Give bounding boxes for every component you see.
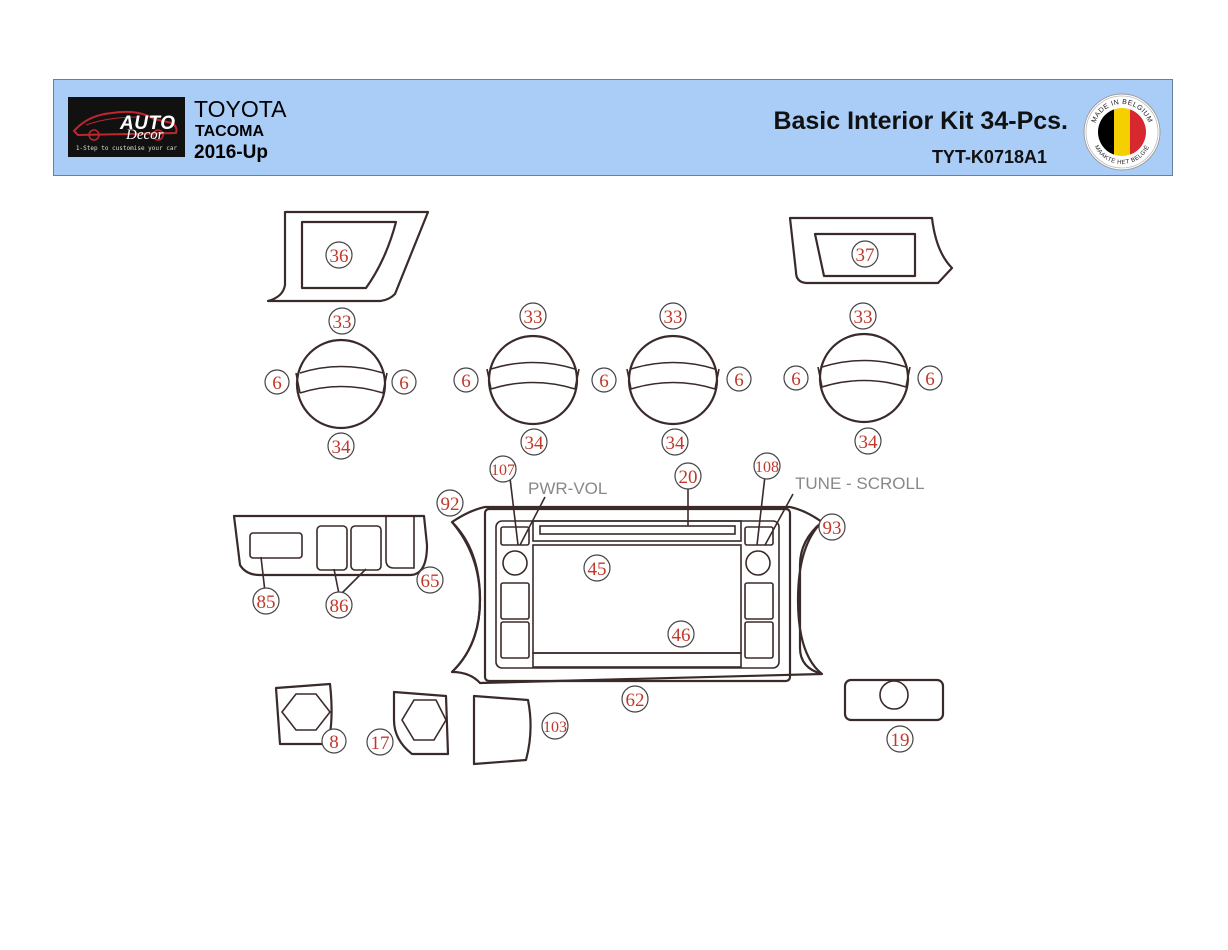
part-number: 45	[588, 559, 607, 580]
part-number: 6	[272, 373, 282, 394]
callout-8: 8	[321, 728, 347, 754]
vent-2	[486, 334, 580, 426]
part-number: 93	[823, 518, 842, 539]
callout-92: 92	[436, 489, 464, 517]
callout-93: 93	[818, 513, 846, 541]
callout-65: 65	[416, 566, 444, 594]
vent-3	[626, 334, 720, 426]
callout-17: 17	[366, 728, 394, 756]
part-number: 107	[491, 462, 515, 479]
part-number: 34	[525, 433, 545, 454]
part-number: 8	[329, 732, 339, 753]
callout-6: 6	[591, 367, 617, 393]
part-number: 36	[330, 246, 349, 267]
logo-brand-script: Decor	[126, 127, 164, 143]
callout-34: 34	[520, 428, 548, 456]
part-number: 19	[891, 730, 910, 751]
callout-46: 46	[667, 620, 695, 648]
callout-37: 37	[851, 240, 879, 268]
part-number: 6	[399, 373, 409, 394]
part-number: 33	[333, 312, 352, 333]
center-console	[450, 475, 824, 685]
part-number: 33	[524, 307, 543, 328]
auto-decor-logo: AUTO Decor 1-Step to customise your car	[68, 97, 185, 157]
switch-panel	[232, 514, 429, 595]
made-in-belgium-badge: MADE IN BELGIUM MAAKTE HET BELGIË	[1083, 93, 1161, 171]
callout-6: 6	[391, 369, 417, 395]
callout-62: 62	[621, 685, 649, 713]
header-bar: AUTO Decor 1-Step to customise your car …	[53, 79, 1173, 176]
part-number: 34	[666, 433, 686, 454]
part-17-outline	[392, 690, 450, 756]
part-number: 37	[856, 245, 875, 266]
callout-33: 33	[328, 307, 356, 335]
part-number: 20	[679, 467, 698, 488]
callout-6: 6	[453, 367, 479, 393]
part-19-outline	[843, 678, 945, 722]
callout-6: 6	[726, 366, 752, 392]
vehicle-model: TACOMA	[195, 123, 265, 140]
callout-86: 86	[325, 591, 353, 619]
kit-code: TYT-K0718A1	[931, 147, 1047, 167]
part-number: 34	[332, 437, 352, 458]
part-number: 6	[461, 371, 471, 392]
part-number: 6	[791, 369, 801, 390]
part-number: 6	[599, 371, 609, 392]
callout-34: 34	[661, 428, 689, 456]
part-number: 34	[859, 432, 879, 453]
part-number: 33	[664, 307, 683, 328]
callout-6: 6	[917, 365, 943, 391]
part-number: 92	[441, 494, 460, 515]
part-36-outline	[266, 210, 430, 303]
part-number: 62	[626, 690, 645, 711]
callout-85: 85	[252, 587, 280, 615]
callout-20: 20	[674, 462, 702, 490]
logo-tagline: 1-Step to customise your car	[75, 145, 178, 152]
callout-45: 45	[583, 554, 611, 582]
part-number: 6	[734, 370, 744, 391]
part-number: 103	[543, 719, 567, 736]
car-silhouette-icon	[72, 110, 178, 141]
callout-34: 34	[854, 427, 882, 455]
part-number: 65	[421, 571, 440, 592]
kit-title: Basic Interior Kit 34-Pcs.	[773, 107, 1068, 135]
vent-4	[817, 332, 911, 424]
part-37-outline	[788, 216, 954, 285]
vehicle-year: 2016-Up	[194, 142, 268, 163]
callout-6: 6	[783, 365, 809, 391]
callout-108: 108	[753, 452, 781, 480]
part-number: 17	[371, 733, 390, 754]
part-number: 85	[257, 592, 276, 613]
callout-19: 19	[886, 725, 914, 753]
callout-107: 107	[489, 455, 517, 483]
part-number: 46	[672, 625, 691, 646]
part-number: 86	[330, 596, 349, 617]
callout-33: 33	[519, 302, 547, 330]
tune-scroll-label: TUNE - SCROLL	[795, 474, 924, 493]
logo-brand: AUTO	[120, 113, 176, 134]
callout-34: 34	[327, 432, 355, 460]
callout-33: 33	[849, 302, 877, 330]
callout-6: 6	[264, 369, 290, 395]
part-number: 6	[925, 369, 935, 390]
vent-1	[295, 338, 388, 430]
part-number: 33	[854, 307, 873, 328]
part-number: 108	[755, 459, 779, 476]
pwr-vol-label: PWR-VOL	[528, 479, 607, 498]
callout-33: 33	[659, 302, 687, 330]
vehicle-make: TOYOTA	[194, 96, 287, 122]
part-103-outline	[472, 694, 532, 766]
callout-36: 36	[325, 241, 353, 269]
callout-103: 103	[541, 712, 569, 740]
